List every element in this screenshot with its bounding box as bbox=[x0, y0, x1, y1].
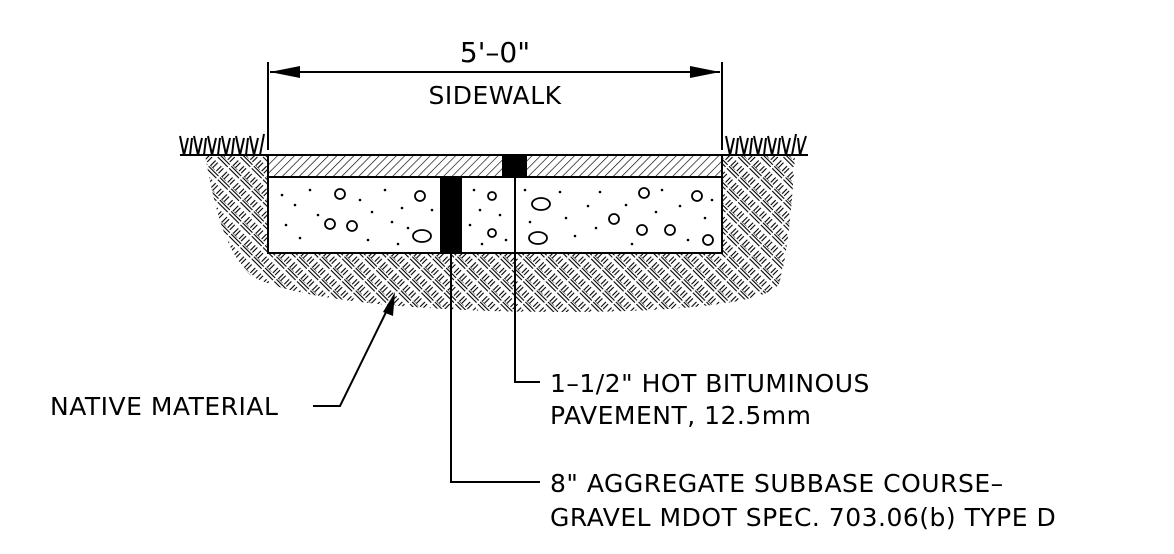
dimension-value: 5'–0" bbox=[460, 36, 530, 69]
grass-left-icon bbox=[179, 133, 265, 156]
arrowhead-right-icon bbox=[690, 66, 720, 78]
aggregate-dots bbox=[280, 188, 714, 246]
dimension-label: SIDEWALK bbox=[428, 81, 561, 110]
subbase-label-line2: GRAVEL MDOT SPEC. 703.06(b) TYPE D bbox=[550, 503, 1056, 532]
width-dimension: 5'–0" SIDEWALK bbox=[267, 36, 723, 150]
aggregate-subbase-layer bbox=[267, 176, 723, 254]
leader-arrowhead-icon bbox=[383, 292, 395, 316]
arrowhead-left-icon bbox=[270, 66, 300, 78]
pavement-joint bbox=[502, 155, 527, 177]
aggregate-stones bbox=[324, 187, 714, 246]
pavement-label-line1: 1–1/2" HOT BITUMINOUS bbox=[550, 369, 870, 398]
native-material-label: NATIVE MATERIAL bbox=[50, 392, 278, 421]
subbase-callout: 8" AGGREGATE SUBBASE COURSE– GRAVEL MDOT… bbox=[450, 253, 1056, 532]
pavement-callout: 1–1/2" HOT BITUMINOUS PAVEMENT, 12.5mm bbox=[514, 177, 870, 430]
pavement-label-line2: PAVEMENT, 12.5mm bbox=[550, 401, 811, 430]
subbase-joint bbox=[440, 177, 462, 253]
pavement-layer bbox=[267, 154, 723, 178]
subbase-label-line1: 8" AGGREGATE SUBBASE COURSE– bbox=[550, 469, 1004, 498]
native-material-callout: NATIVE MATERIAL bbox=[50, 292, 395, 421]
grass-right-icon bbox=[725, 133, 807, 156]
